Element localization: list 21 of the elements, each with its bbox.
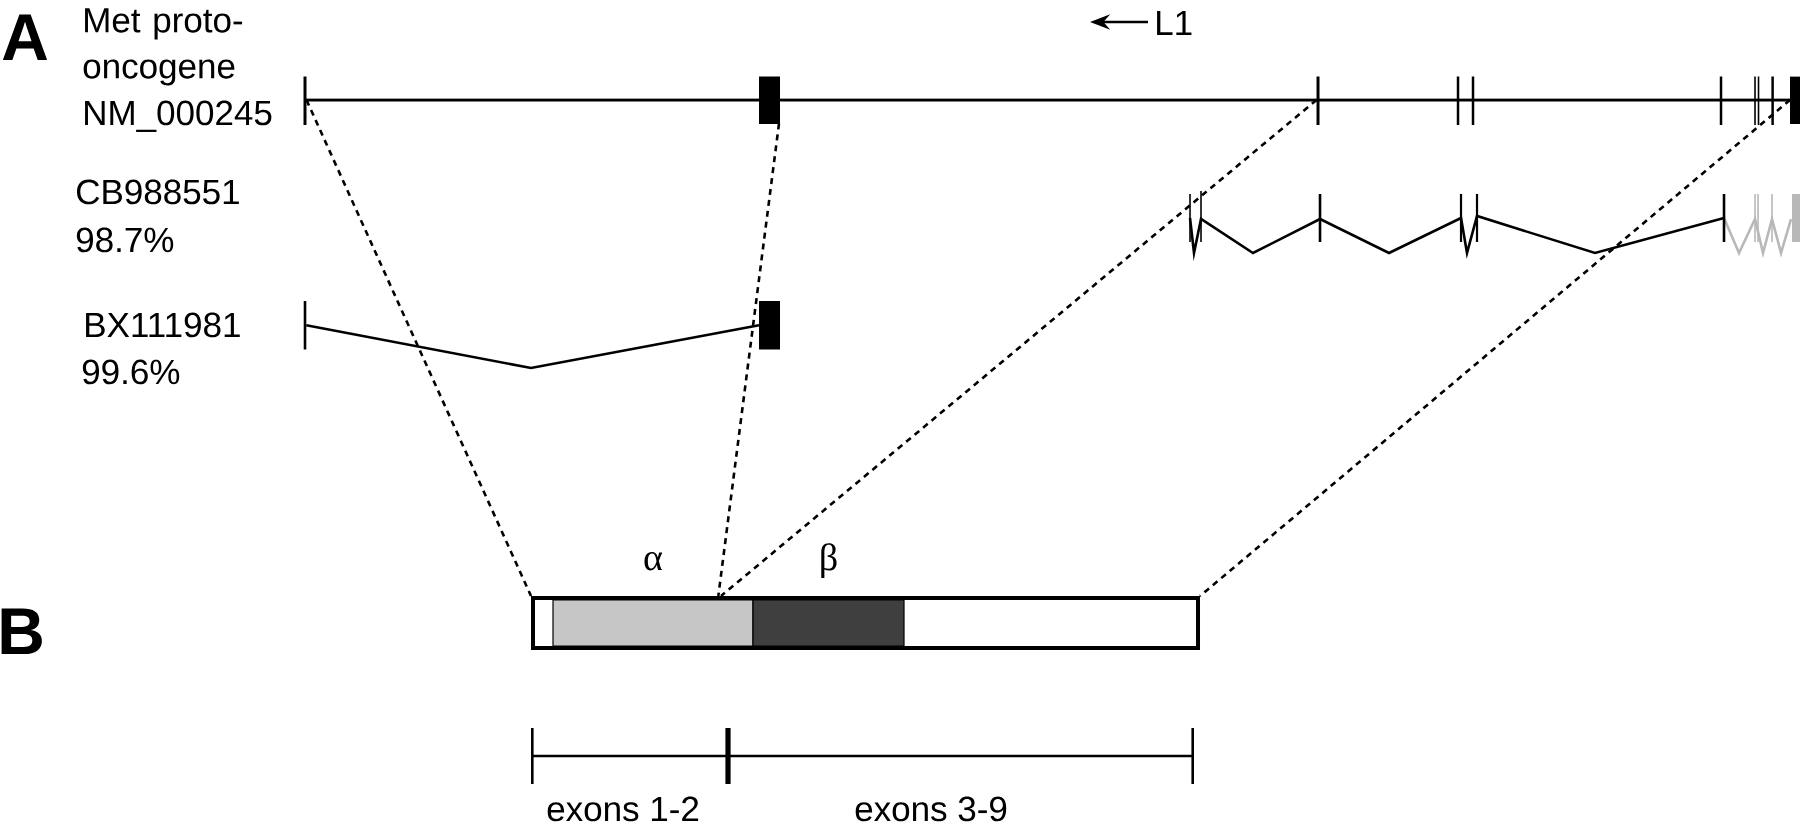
element-label: L1 [1157, 10, 1192, 35]
panel-letter: B [1, 608, 42, 654]
identity-label: 98.7% [76, 227, 174, 253]
accession-label: NM_000245 [85, 100, 272, 132]
exon-block [759, 301, 780, 350]
intron-line [306, 324, 760, 370]
accession-label: BX111981 [86, 312, 240, 338]
dashed-line [305, 99, 533, 597]
gene-track [303, 75, 1800, 126]
identity-label: 99.6% [82, 359, 180, 385]
dashed-line [717, 123, 781, 597]
span-label: exons 1-2 [547, 796, 699, 822]
dashed-line [1199, 99, 1791, 597]
accession-label: CB988551 [77, 179, 239, 205]
panel-letter: A [2, 14, 48, 60]
segment-label: β [821, 543, 837, 579]
span-label: exons 3-9 [855, 796, 1007, 822]
gene-label: Met proto-oncogene [83, 8, 243, 86]
exon-tick [303, 301, 307, 350]
dashed-line [720, 99, 1318, 597]
segment-label: α [644, 552, 663, 571]
